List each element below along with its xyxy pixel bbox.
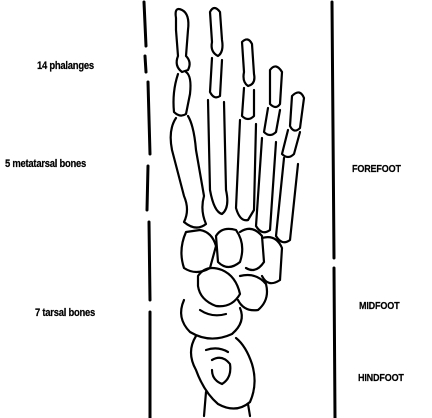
foot-skeleton — [171, 8, 304, 416]
right-divider-line — [332, 2, 335, 418]
phalanges-label: 14 phalanges — [37, 60, 94, 72]
tarsal-bones-label: 7 tarsal bones — [35, 307, 95, 319]
forefoot-label: FOREFOOT — [352, 163, 401, 175]
left-divider-line — [144, 2, 150, 418]
metatarsal-bones-label: 5 metatarsal bones — [5, 158, 86, 170]
hindfoot-label: HINDFOOT — [358, 372, 404, 384]
midfoot-label: MIDFOOT — [359, 300, 399, 312]
